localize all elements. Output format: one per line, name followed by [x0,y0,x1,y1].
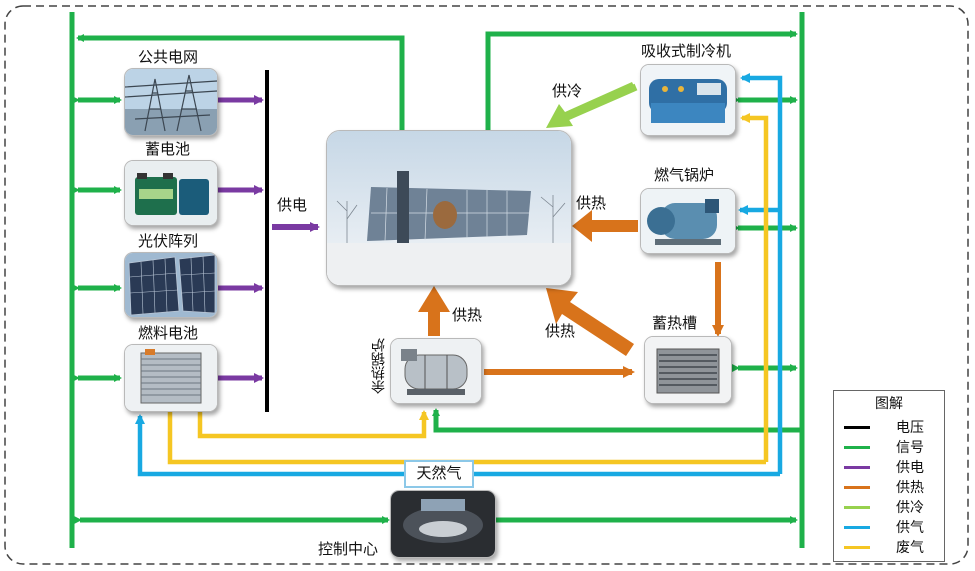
legend-swatch [844,506,870,509]
legend-swatch [844,446,870,449]
label-gas-boiler: 燃气锅炉 [654,166,715,184]
fuel-cell-image [124,344,218,412]
label-cooling-supply: 供冷 [552,82,583,100]
legend-swatch [844,426,870,429]
legend-item: 供气 [844,517,940,537]
label-heat-storage-flow: 供热 [545,322,576,340]
exhaust-lines [167,113,769,465]
gas-lines [135,73,783,477]
label-pv-array: 光伏阵列 [138,232,199,250]
power-lines [210,95,320,383]
label-public-grid: 公共电网 [138,48,199,66]
legend-label: 供冷 [896,500,924,516]
battery-image [124,160,218,226]
label-heat-storage: 蓄热槽 [652,314,698,332]
label-natural-gas: 天然气 [404,460,474,488]
gas-boiler-image [640,188,736,254]
pv-array-image [124,252,218,318]
legend-swatch [844,526,870,529]
label-waste-heat-boiler: 余热锅炉 [371,338,387,394]
legend-item: 供冷 [844,497,940,517]
legend-item: 电压 [844,417,940,437]
legend-label: 电压 [896,420,924,436]
signal-lines [69,12,805,548]
legend-label: 供电 [896,460,924,476]
legend-label: 供热 [896,480,924,496]
legend-label: 供气 [896,520,924,536]
legend-label: 废气 [896,540,924,556]
legend-label: 信号 [896,440,924,456]
building-image [326,130,572,286]
heat-lines [484,262,724,378]
legend-item: 信号 [844,437,940,457]
label-absorption-chiller: 吸收式制冷机 [641,42,732,60]
label-heat-boiler: 供热 [576,194,607,212]
legend: 图解 电压信号供电供热供冷供气废气 [833,390,945,562]
legend-title: 图解 [875,396,903,412]
public-grid-image [124,68,218,136]
legend-item: 供电 [844,457,940,477]
label-heat-waste: 供热 [452,306,483,324]
outer-border [4,5,969,565]
label-power-supply: 供电 [277,196,308,214]
absorption-chiller-image [640,64,736,136]
legend-item: 供热 [844,477,940,497]
legend-swatch [844,546,870,549]
legend-swatch [844,486,870,489]
heat-arrows [418,210,638,356]
heat-storage-image [644,336,732,404]
label-battery: 蓄电池 [145,140,191,158]
legend-swatch [844,466,870,469]
control-center-image [390,490,496,558]
label-control-center: 控制中心 [318,540,379,558]
legend-item: 废气 [844,537,940,557]
label-fuel-cell: 燃料电池 [138,324,199,342]
waste-heat-boiler-image [390,338,482,404]
